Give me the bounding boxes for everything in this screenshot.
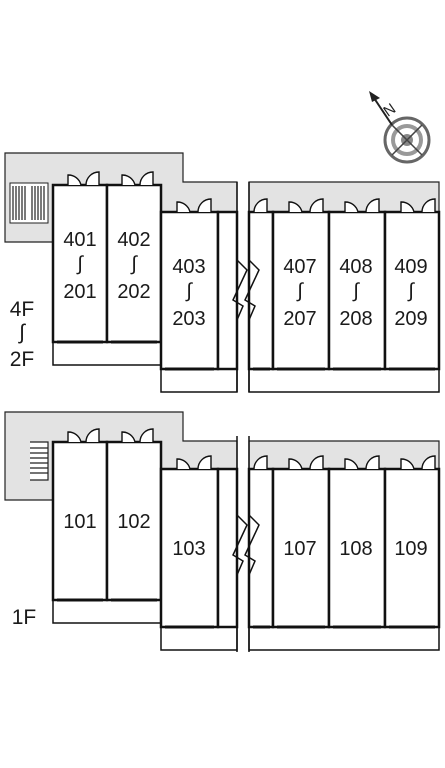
lower-entrance-steps <box>30 441 49 481</box>
unit-label-109: 109 <box>394 538 427 560</box>
unit-label-401-201: 401 ∫ 201 <box>63 229 96 303</box>
upper-staircase <box>9 182 49 224</box>
unit-number-bottom: 202 <box>117 281 150 303</box>
unit-range-mark: ∫ <box>296 280 304 302</box>
floor-label-4f-2f: 4F ∫ 2F <box>10 298 35 371</box>
unit-range-mark: ∫ <box>185 280 193 302</box>
unit-number-bottom: 209 <box>394 308 427 330</box>
unit-number-top: 402 <box>117 229 150 251</box>
floor-label-1f: 1F <box>12 606 37 629</box>
unit-label-108: 108 <box>339 538 372 560</box>
compass-icon: N <box>369 91 431 164</box>
lower-unit-labels: 101 102 103 107 108 109 <box>63 511 427 560</box>
unit-label-407-207: 407 ∫ 207 <box>283 256 316 330</box>
unit-number-top: 408 <box>339 256 372 278</box>
lower-block <box>4 411 441 652</box>
floor-label-range-mark: ∫ <box>18 321 26 344</box>
unit-range-mark: ∫ <box>407 280 415 302</box>
floor-label-bottom: 2F <box>10 348 35 371</box>
unit-label-409-209: 409 ∫ 209 <box>394 256 427 330</box>
unit-number-bottom: 201 <box>63 281 96 303</box>
unit-range-mark: ∫ <box>130 253 138 275</box>
unit-number-bottom: 208 <box>339 308 372 330</box>
unit-number-bottom: 207 <box>283 308 316 330</box>
unit-number-top: 409 <box>394 256 427 278</box>
unit-number-top: 407 <box>283 256 316 278</box>
unit-range-mark: ∫ <box>352 280 360 302</box>
north-arrow-icon <box>369 91 393 126</box>
unit-range-mark: ∫ <box>76 253 84 275</box>
north-label: N <box>380 100 399 120</box>
unit-label-403-203: 403 ∫ 203 <box>172 256 205 330</box>
floor-label-top: 4F <box>10 298 35 321</box>
unit-label-408-208: 408 ∫ 208 <box>339 256 372 330</box>
upper-block <box>4 152 441 393</box>
unit-label-402-202: 402 ∫ 202 <box>117 229 150 303</box>
unit-number-top: 403 <box>172 256 205 278</box>
unit-label-101: 101 <box>63 511 96 533</box>
unit-number-bottom: 203 <box>172 308 205 330</box>
unit-label-107: 107 <box>283 538 316 560</box>
unit-label-103: 103 <box>172 538 205 560</box>
unit-number-top: 401 <box>63 229 96 251</box>
upper-unit-labels: 401 ∫ 201 402 ∫ 202 403 ∫ 203 407 ∫ 207 … <box>63 229 427 330</box>
unit-label-102: 102 <box>117 511 150 533</box>
